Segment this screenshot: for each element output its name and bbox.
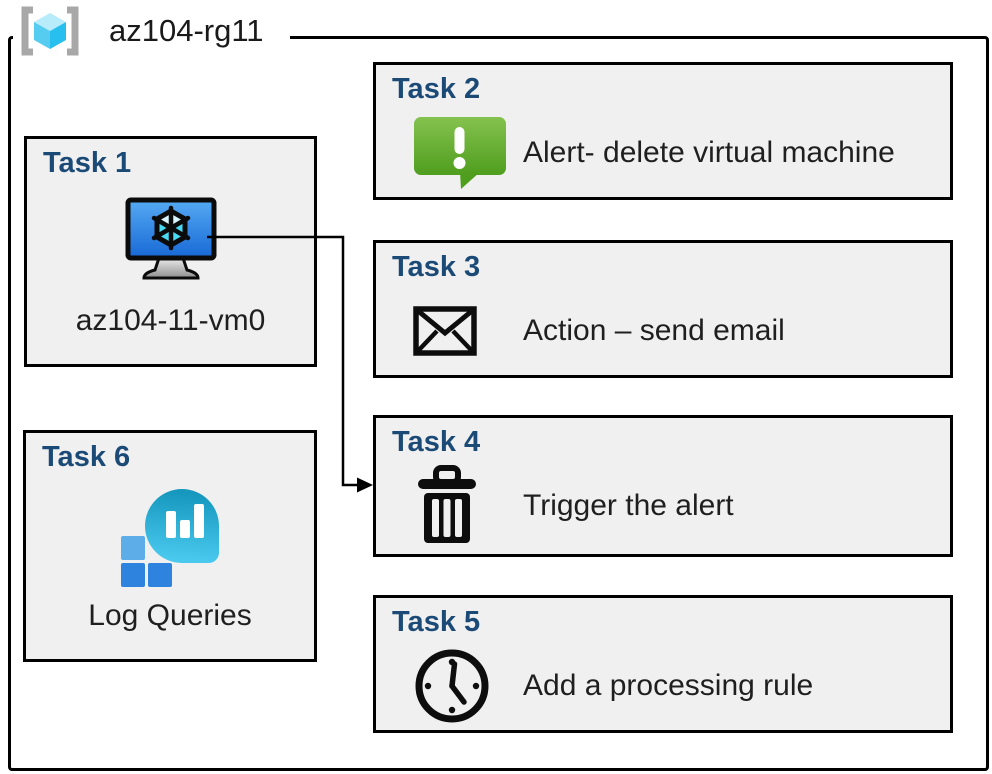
log-square-icon bbox=[148, 563, 172, 587]
task2-box: Task 2 Alert- delete virtual machine bbox=[373, 62, 953, 200]
task6-title: Task 6 bbox=[42, 441, 131, 473]
task2-row: Alert- delete virtual machine bbox=[413, 111, 938, 195]
task1-box: Task 1 bbox=[24, 136, 317, 367]
task5-label: Add a processing rule bbox=[523, 669, 814, 702]
task6-label: Log Queries bbox=[88, 599, 252, 632]
clock-icon bbox=[413, 647, 523, 725]
task2-title: Task 2 bbox=[392, 73, 481, 105]
task5-title: Task 5 bbox=[392, 606, 481, 638]
task6-box: Task 6 Log Queries bbox=[23, 430, 317, 662]
task4-row: Trigger the alert bbox=[413, 464, 938, 548]
resource-group-boundary bbox=[8, 36, 989, 771]
task5-row: Add a processing rule bbox=[413, 644, 938, 728]
log-square-icon bbox=[121, 536, 145, 560]
email-icon bbox=[413, 306, 523, 356]
task3-title: Task 3 bbox=[392, 251, 481, 283]
task4-box: Task 4 Trigger the alert bbox=[373, 415, 953, 557]
log-analytics-icon bbox=[121, 489, 219, 587]
resource-group-legend: az104-rg11 bbox=[13, 2, 290, 60]
log-square-icon bbox=[121, 563, 145, 587]
alert-icon bbox=[413, 116, 523, 190]
trash-icon bbox=[413, 465, 523, 547]
task5-box: Task 5 Add a processing rule bbox=[373, 595, 953, 733]
resource-group-name: az104-rg11 bbox=[109, 13, 264, 48]
task3-row: Action – send email bbox=[413, 289, 938, 373]
resource-group-icon bbox=[21, 6, 79, 56]
task3-box: Task 3 Action – send email bbox=[373, 240, 953, 378]
virtual-machine-icon bbox=[125, 197, 217, 288]
task4-title: Task 4 bbox=[392, 426, 481, 458]
task2-label: Alert- delete virtual machine bbox=[523, 136, 895, 169]
task3-label: Action – send email bbox=[523, 314, 785, 347]
task1-label: az104-11-vm0 bbox=[75, 304, 266, 337]
log-bubble-icon bbox=[145, 489, 219, 563]
task4-label: Trigger the alert bbox=[523, 489, 734, 522]
task1-title: Task 1 bbox=[43, 147, 132, 179]
